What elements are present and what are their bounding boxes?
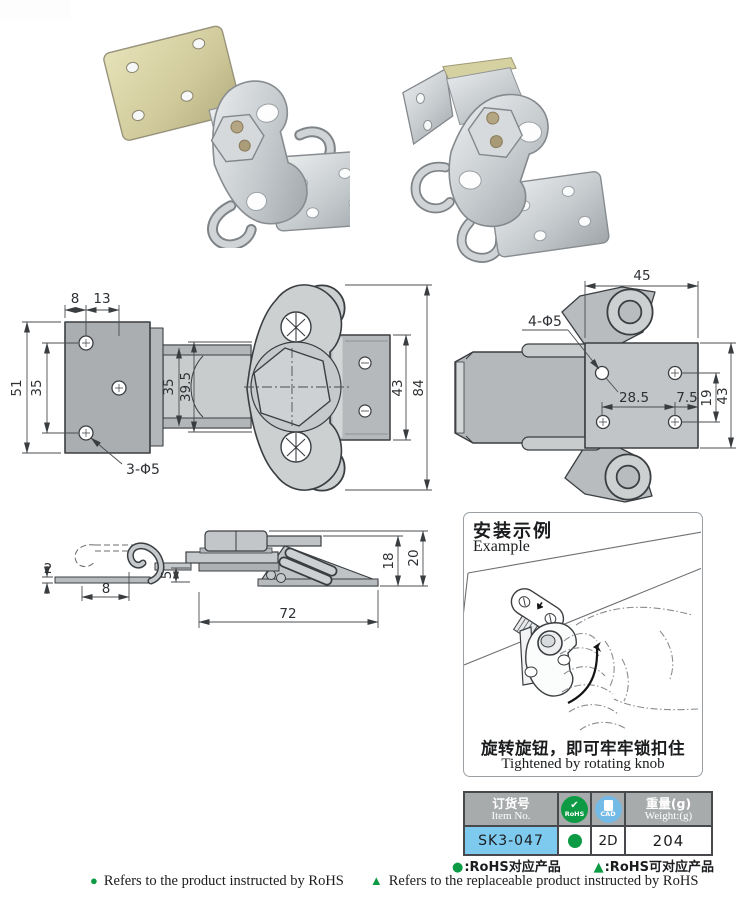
link-plate — [185, 551, 279, 564]
dim-label: 35 — [161, 378, 177, 395]
page-corner-artifact — [0, 0, 71, 21]
screw-hole — [126, 61, 139, 74]
wing-hole — [256, 103, 279, 123]
plate-hole — [594, 365, 610, 381]
hidden-lines — [95, 544, 138, 552]
down-arrow — [536, 602, 544, 610]
example-latch — [510, 588, 577, 697]
hex-knob — [467, 106, 523, 158]
cad-doc-glyph — [603, 800, 613, 811]
centerlines — [244, 348, 350, 426]
footer-text: Refers to the replaceable product instru… — [388, 873, 699, 889]
legend-text: :RoHS可对应产品 — [604, 860, 714, 875]
rohs-icon: ✔ RoHS — [561, 795, 588, 823]
spec-table-header-row: 订货号 Item No. ✔ RoHS CAD 重量(g) Weight:(g) — [465, 793, 711, 827]
footer-item: ▲ Refers to the replaceable product instr… — [370, 873, 699, 890]
side-view — [454, 286, 699, 503]
dim-label: 5 — [159, 571, 175, 580]
profile-view-drawing: 2 8 5 72 18 20 — [42, 530, 428, 628]
side-dim-labels: 45 4-Φ5 28.5 7.5 19 43 — [528, 268, 731, 407]
header-weight-en: Weight:(g) — [644, 809, 693, 822]
profile-view — [54, 530, 379, 587]
latch-photo-left-group — [103, 25, 350, 248]
cell-rohs-status — [559, 827, 592, 854]
rohs-legend-zh: ●:RoHS对应产品 ▲:RoHS可对应产品 — [452, 856, 714, 875]
rohs-footer-en: ● Refers to the product instructed by RoH… — [90, 873, 750, 890]
front-view — [64, 284, 391, 492]
green-triangle-marker: ▲ — [593, 860, 604, 875]
dim-label: 72 — [279, 606, 296, 622]
spec-table-data-row: SK3-047 2D 204 — [465, 827, 711, 854]
footer-text: Refers to the product instructed by RoHS — [103, 873, 344, 889]
dim-label: 45 — [633, 268, 650, 284]
footer-item: ● Refers to the product instructed by RoH… — [90, 873, 344, 890]
rohs-icon-label: RoHS — [564, 809, 585, 818]
mount-plate-side — [584, 342, 699, 449]
cell-weight: 204 — [626, 827, 711, 854]
cabinet-corner — [464, 531, 701, 666]
installation-example-box: 安装示例 Example 旋转旋钮，即可牢牢锁扣住 Tightened by r… — [463, 512, 703, 777]
mount-plate-edge — [402, 67, 454, 146]
legend-text: :RoHS对应产品 — [464, 860, 561, 875]
dim-label: 28.5 — [619, 390, 649, 406]
spec-table: 订货号 Item No. ✔ RoHS CAD 重量(g) Weight:(g)… — [463, 791, 713, 856]
cell-item-no: SK3-047 — [465, 827, 559, 854]
dim-label: 43 — [715, 387, 731, 404]
dim-label: 84 — [411, 379, 427, 396]
header-item-zh: 订货号 — [492, 795, 530, 811]
header-rohs: ✔ RoHS — [559, 793, 592, 827]
dim-label: 43 — [390, 379, 406, 396]
example-caption-zh: 旋转旋钮，即可牢牢锁扣住 — [481, 739, 685, 758]
dim-label: 18 — [381, 552, 397, 569]
hook-body — [454, 351, 586, 444]
hex-knob — [210, 113, 265, 163]
wing-edge — [198, 562, 280, 572]
profile-dim-labels: 2 8 5 72 18 20 — [44, 549, 422, 622]
legend-item: ▲:RoHS可对应产品 — [594, 856, 714, 875]
cad-icon: CAD — [594, 795, 622, 823]
rotate-arrow — [567, 641, 602, 704]
dim-label: 8 — [71, 291, 80, 307]
hole-callout: 3-Φ5 — [126, 462, 160, 478]
header-item-en: Item No. — [491, 809, 531, 822]
profile-dimensions — [42, 530, 428, 628]
installation-illustration — [464, 531, 701, 731]
header-cad: CAD — [592, 793, 626, 827]
rohs-check-glyph: ✔ — [570, 799, 579, 811]
example-caption-en: Tightened by rotating knob — [501, 756, 665, 772]
dim-label: 19 — [699, 389, 715, 406]
rivet-pin — [486, 111, 500, 125]
dim-label: 35 — [29, 379, 45, 396]
green-circle-marker: ● — [452, 860, 464, 875]
rivet-pin — [230, 120, 244, 134]
product-photo-left — [103, 25, 350, 248]
hole-callout: 4-Φ5 — [528, 314, 562, 330]
cad-icon-label: CAD — [600, 810, 616, 818]
hand-outline — [559, 606, 699, 731]
dim-label: 39.5 — [178, 372, 194, 402]
latch-photo-right-group — [402, 57, 610, 263]
front-dimensions — [22, 284, 432, 491]
cell-cad: 2D — [592, 827, 626, 854]
dim-label: 8 — [102, 581, 111, 597]
dim-label: 20 — [406, 549, 422, 566]
dim-label: 7.5 — [676, 390, 697, 406]
green-triangle-marker: ▲ — [369, 873, 383, 888]
header-weight: 重量(g) Weight:(g) — [626, 793, 711, 827]
side-dimensions — [522, 281, 736, 449]
dim-label: 51 — [9, 379, 25, 396]
dim-label: 2 — [44, 561, 53, 577]
rohs-compliant-dot — [567, 833, 582, 848]
front-dim-labels: 8 13 51 35 35 39.5 43 84 3-Φ5 — [9, 291, 427, 478]
legend-item: ●:RoHS对应产品 — [452, 856, 561, 875]
dimension-drawing-main: 8 13 51 35 35 39.5 43 84 3-Φ5 — [9, 268, 736, 503]
dim-label: 13 — [93, 291, 110, 307]
example-title-zh: 安装示例 — [473, 521, 553, 542]
green-circle-marker: ● — [90, 873, 98, 888]
header-weight-zh: 重量(g) — [645, 795, 692, 811]
example-title-en: Example — [473, 538, 530, 555]
header-item-no: 订货号 Item No. — [465, 793, 559, 827]
product-photo-right — [402, 57, 610, 263]
